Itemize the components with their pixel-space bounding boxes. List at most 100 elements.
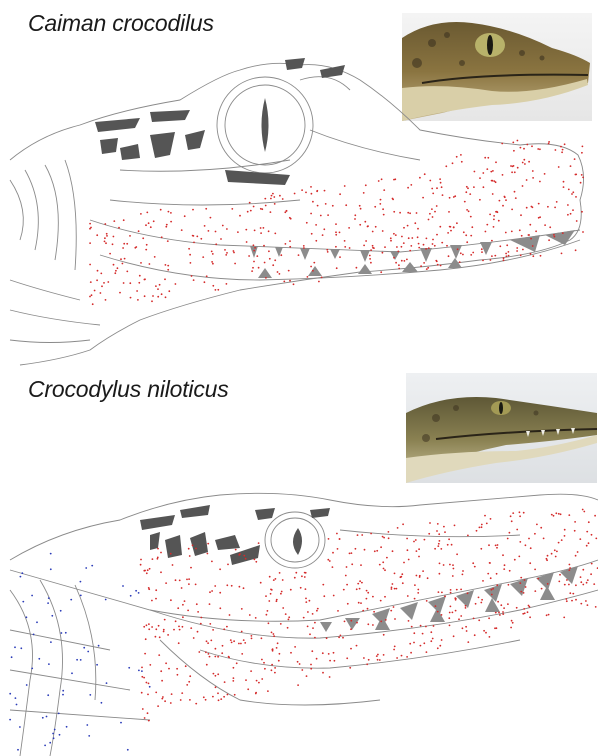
sensory-dot [315, 224, 317, 226]
sensory-dot [418, 548, 420, 550]
sensory-dot [16, 704, 18, 706]
sensory-dot [502, 554, 504, 556]
sensory-dot [517, 167, 519, 169]
sensory-dot [516, 607, 518, 609]
sensory-dot [553, 234, 555, 236]
sensory-dot [356, 622, 358, 624]
sensory-dot [417, 589, 419, 591]
sensory-dot [438, 543, 440, 545]
sensory-dot [304, 572, 306, 574]
sensory-dot [254, 230, 256, 232]
sensory-dot [394, 178, 396, 180]
sensory-dot [294, 577, 296, 579]
sensory-dot [449, 564, 451, 566]
sensory-dot [377, 659, 379, 661]
sensory-dot [452, 575, 454, 577]
sensory-dot [322, 584, 324, 586]
sensory-dot [395, 262, 397, 264]
sensory-dot [564, 143, 566, 145]
sensory-dot [241, 631, 243, 633]
sensory-dot [85, 567, 87, 569]
sensory-dot [520, 577, 522, 579]
sensory-dot [437, 545, 439, 547]
sensory-dot [335, 246, 337, 248]
sensory-dot [284, 211, 286, 213]
sensory-dot [505, 232, 507, 234]
sensory-dot [460, 615, 462, 617]
sensory-dot [273, 635, 275, 637]
sensory-dot [467, 641, 469, 643]
sensory-dot [511, 209, 513, 211]
sensory-dot [155, 628, 157, 630]
sensory-dot [240, 643, 242, 645]
sensory-dot [554, 549, 556, 551]
sensory-dot [157, 548, 159, 550]
sensory-dot [522, 185, 524, 187]
sensory-dot [490, 259, 492, 261]
sensory-dot [460, 589, 462, 591]
sensory-dot [355, 548, 357, 550]
sensory-dot [481, 251, 483, 253]
sensory-dot [356, 645, 358, 647]
sensory-dot [206, 275, 208, 277]
sensory-dot [503, 607, 505, 609]
sensory-dot [495, 612, 497, 614]
sensory-dot [233, 677, 235, 679]
sensory-dot [541, 588, 543, 590]
sensory-dot [417, 228, 419, 230]
sensory-dot [480, 548, 482, 550]
sensory-dot [250, 210, 252, 212]
sensory-dot [209, 656, 211, 658]
sensory-dot [458, 618, 460, 620]
sensory-dot [171, 693, 173, 695]
sensory-dot [539, 181, 541, 183]
sensory-dot [383, 568, 385, 570]
sensory-dot [324, 190, 326, 192]
sensory-dot [157, 296, 159, 298]
sensory-dot [411, 626, 413, 628]
sensory-dot [263, 227, 265, 229]
sensory-dot [234, 263, 236, 265]
sensory-dot [388, 531, 390, 533]
sensory-dot [350, 648, 352, 650]
sensory-dot [416, 550, 418, 552]
sensory-dot [473, 186, 475, 188]
sensory-dot [170, 553, 172, 555]
sensory-dot [175, 283, 177, 285]
sensory-dot [563, 186, 565, 188]
sensory-dot [172, 564, 174, 566]
sensory-dot [88, 735, 90, 737]
sensory-dot [113, 236, 115, 238]
sensory-dot [186, 684, 188, 686]
sensory-dot [349, 247, 351, 249]
sensory-dot [494, 255, 496, 257]
sensory-dot [80, 595, 82, 597]
sensory-dot [268, 230, 270, 232]
sensory-dot [519, 582, 521, 584]
sensory-dot [423, 642, 425, 644]
sensory-dot [260, 232, 262, 234]
sensory-dot [359, 224, 361, 226]
sensory-dot [453, 226, 455, 228]
sensory-dot [397, 251, 399, 253]
sensory-dot [165, 226, 167, 228]
sensory-dot [83, 647, 85, 649]
sensory-dot [101, 702, 103, 704]
sensory-dot [290, 589, 292, 591]
sensory-dot [439, 573, 441, 575]
sensory-dot [346, 584, 348, 586]
sensory-dot [383, 214, 385, 216]
sensory-dot [193, 242, 195, 244]
sensory-dot [498, 612, 500, 614]
caiman-outline [10, 63, 584, 365]
sensory-dot [51, 615, 53, 617]
sensory-dot [290, 652, 292, 654]
sensory-dot [237, 231, 239, 233]
sensory-dot [304, 576, 306, 578]
sensory-dot [253, 244, 255, 246]
sensory-dot [223, 628, 225, 630]
sensory-dot [305, 598, 307, 600]
sensory-dot [210, 217, 212, 219]
sensory-dot [204, 225, 206, 227]
sensory-dot [491, 594, 493, 596]
